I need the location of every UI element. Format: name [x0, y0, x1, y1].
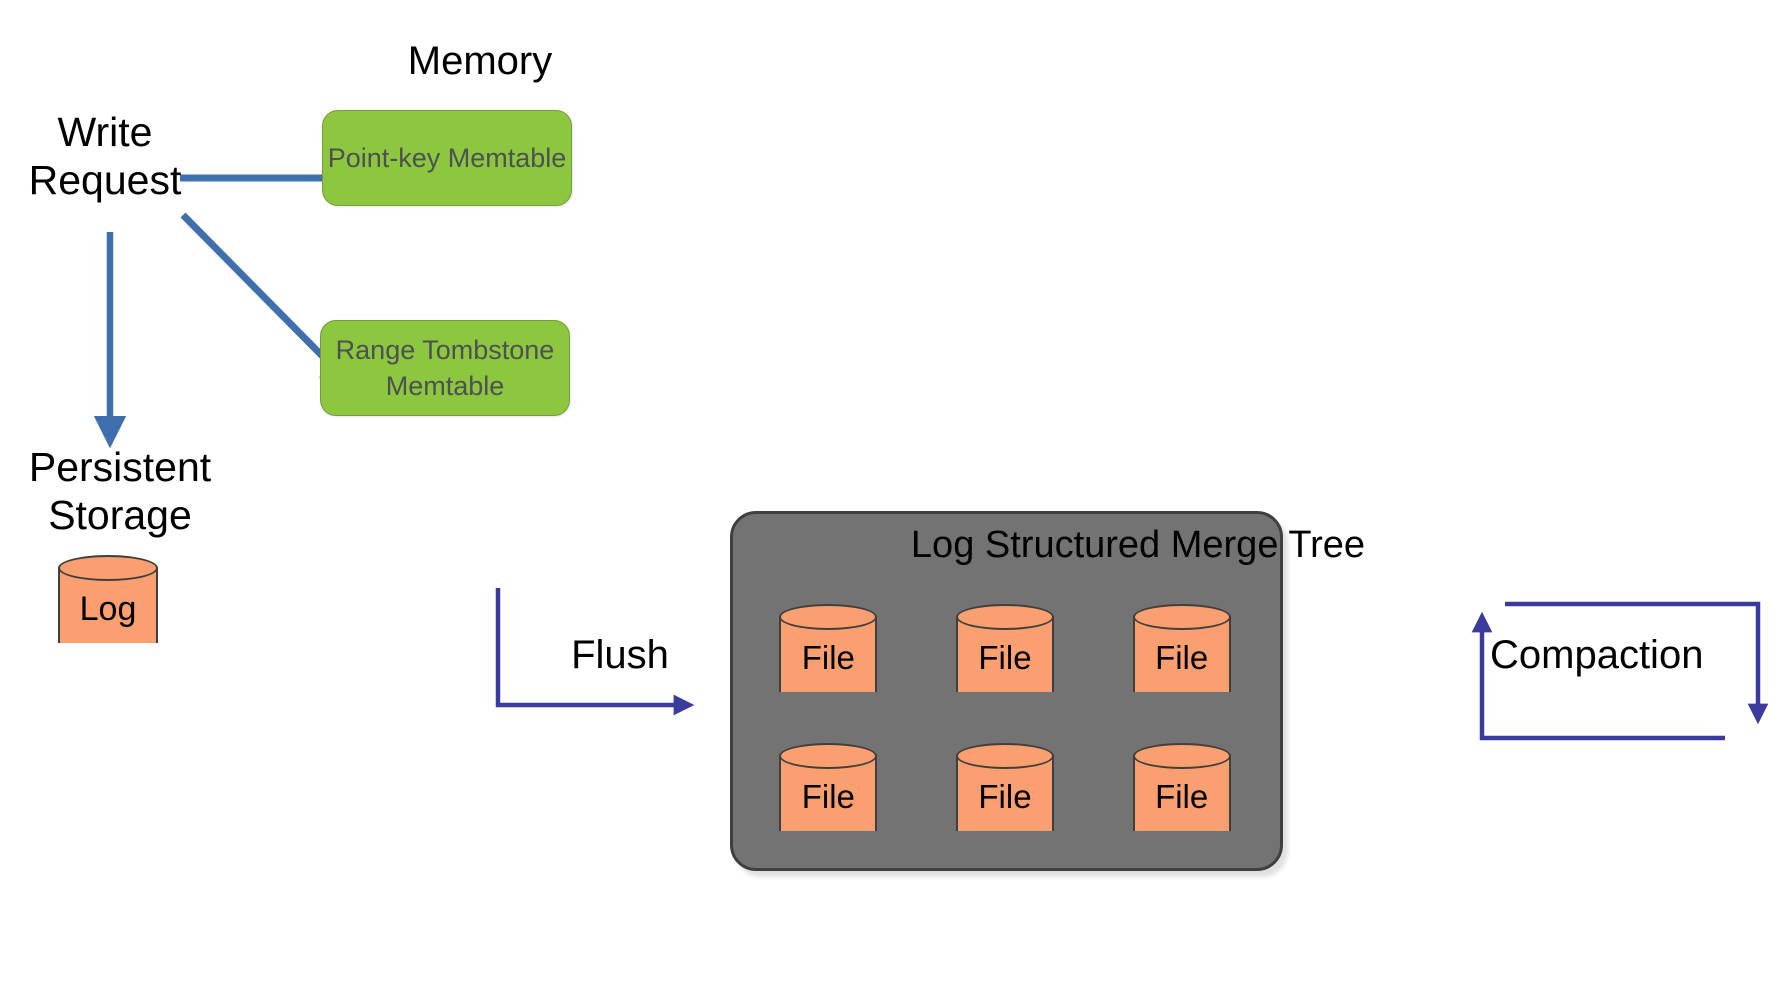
range-tombstone-memtable-label: Range Tombstone Memtable [335, 334, 555, 401]
cylinder-top-ellipse [58, 555, 158, 581]
file-cylinder-label: File [801, 777, 855, 815]
file-cylinder[interactable]: File [1132, 742, 1231, 843]
file-cylinder[interactable]: File [779, 742, 878, 843]
compaction-label: Compaction [1490, 633, 1704, 677]
cylinder-top-ellipse [955, 603, 1054, 630]
cylinder-top-ellipse [1132, 603, 1231, 630]
point-key-memtable-label: Point-key Memtable [327, 142, 567, 173]
cylinder-body [779, 615, 878, 692]
lsm-tree-title: Log Structured Merge Tree [910, 524, 1366, 566]
file-cylinder[interactable]: File [1132, 603, 1231, 704]
cylinder-top-ellipse [779, 742, 878, 769]
file-cylinder-label: File [801, 638, 855, 676]
file-cylinder-label: File [978, 777, 1032, 815]
persistent-storage-label: Persistent Storage [28, 444, 212, 539]
file-cylinder[interactable]: File [955, 603, 1054, 704]
memory-label: Memory [407, 39, 553, 83]
file-cylinder[interactable]: File [779, 603, 878, 704]
cylinder-top-ellipse [1132, 742, 1231, 769]
log-cylinder[interactable]: Log [58, 555, 158, 657]
range-tombstone-memtable-box[interactable]: Range Tombstone Memtable [320, 320, 570, 416]
write-request-label: Write Request [28, 109, 182, 204]
file-cylinder-label: File [978, 638, 1032, 676]
cylinder-top-ellipse [955, 742, 1054, 769]
file-cylinder-label: File [1155, 638, 1209, 676]
lsm-tree-files-grid: File File File File File [740, 584, 1270, 862]
point-key-memtable-box[interactable]: Point-key Memtable [322, 110, 572, 206]
cylinder-top-ellipse [779, 603, 878, 630]
file-cylinder[interactable]: File [955, 742, 1054, 843]
flush-label: Flush [571, 633, 669, 677]
log-cylinder-label: Log [79, 589, 137, 628]
file-cylinder-label: File [1155, 777, 1209, 815]
